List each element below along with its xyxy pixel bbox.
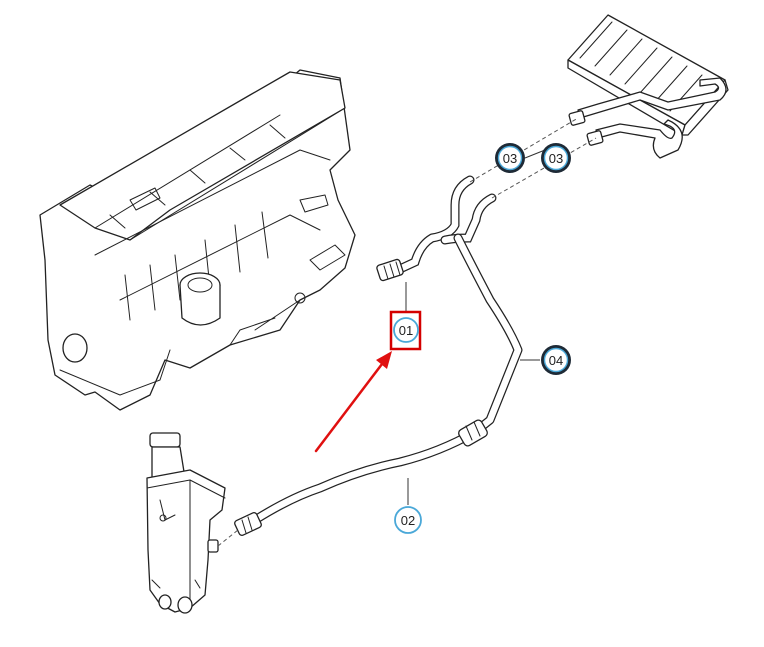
callout-03-a[interactable]: 03 <box>495 143 525 173</box>
hose-01 <box>376 175 497 282</box>
callout-04-label: 04 <box>549 353 563 368</box>
callout-02-label: 02 <box>401 513 415 528</box>
callout-03-b[interactable]: 03 <box>541 143 571 173</box>
callout-04[interactable]: 04 <box>541 345 571 375</box>
highlight-arrow <box>314 351 392 453</box>
connection-line-tank <box>217 529 239 547</box>
callout-01-label: 01 <box>399 323 413 338</box>
callout-02[interactable]: 02 <box>394 506 422 534</box>
callout-01[interactable]: 01 <box>389 310 422 351</box>
leader-03a <box>524 149 546 159</box>
callout-03-a-label: 03 <box>503 151 517 166</box>
expansion-tank-icon <box>146 432 226 614</box>
hose-04-02 <box>234 233 523 536</box>
callout-03-b-label: 03 <box>549 151 563 166</box>
heater-core-icon <box>567 14 729 159</box>
engine-block-icon <box>39 69 356 411</box>
connection-line-03b <box>491 137 597 199</box>
